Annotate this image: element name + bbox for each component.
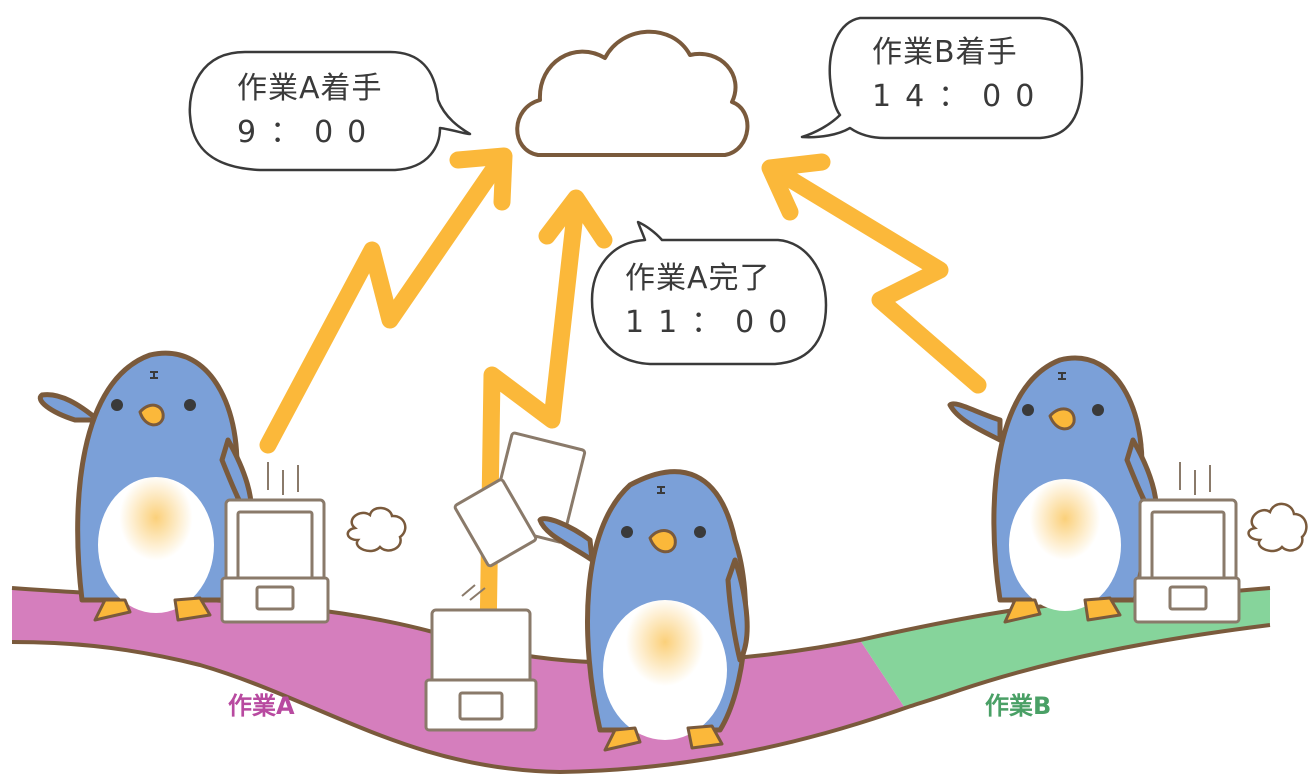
bubble-title: 作業A着手 <box>237 71 383 106</box>
tablet-device-icon <box>220 462 330 624</box>
bubble-text-task-a-start: 作業A着手 9：00 <box>237 74 383 148</box>
upload-arrow-icon <box>259 147 513 454</box>
bubble-task-b-start <box>800 16 1084 140</box>
cloud-icon <box>515 29 750 157</box>
ground-label-task-a: 作業A <box>228 692 295 720</box>
paper-icon <box>453 431 587 568</box>
upload-arrow-icon <box>761 153 987 394</box>
bubble-task-a-done <box>590 220 828 366</box>
bubble-time: 14：00 <box>872 79 1049 114</box>
upload-arrow-icon <box>479 189 613 649</box>
bubble-text-task-b-start: 作業B着手 14：00 <box>872 38 1048 112</box>
bubble-time: 9：00 <box>237 115 381 150</box>
tablet-device-icon <box>424 584 538 732</box>
penguin-icon <box>37 350 254 622</box>
bubble-text-task-a-done: 作業A完了 11：00 <box>625 264 801 338</box>
bubble-time: 11：00 <box>625 305 802 340</box>
bubble-title: 作業B着手 <box>872 35 1018 70</box>
bubble-title: 作業A完了 <box>625 261 771 296</box>
steam-puff-icon <box>346 506 407 553</box>
ground-label-task-b: 作業B <box>985 692 1052 720</box>
bubble-task-a-start <box>188 50 472 172</box>
penguin-icon <box>947 355 1159 624</box>
tablet-device-icon <box>1133 462 1241 624</box>
penguin-icon <box>537 469 750 752</box>
steam-puff-icon <box>1247 502 1308 553</box>
